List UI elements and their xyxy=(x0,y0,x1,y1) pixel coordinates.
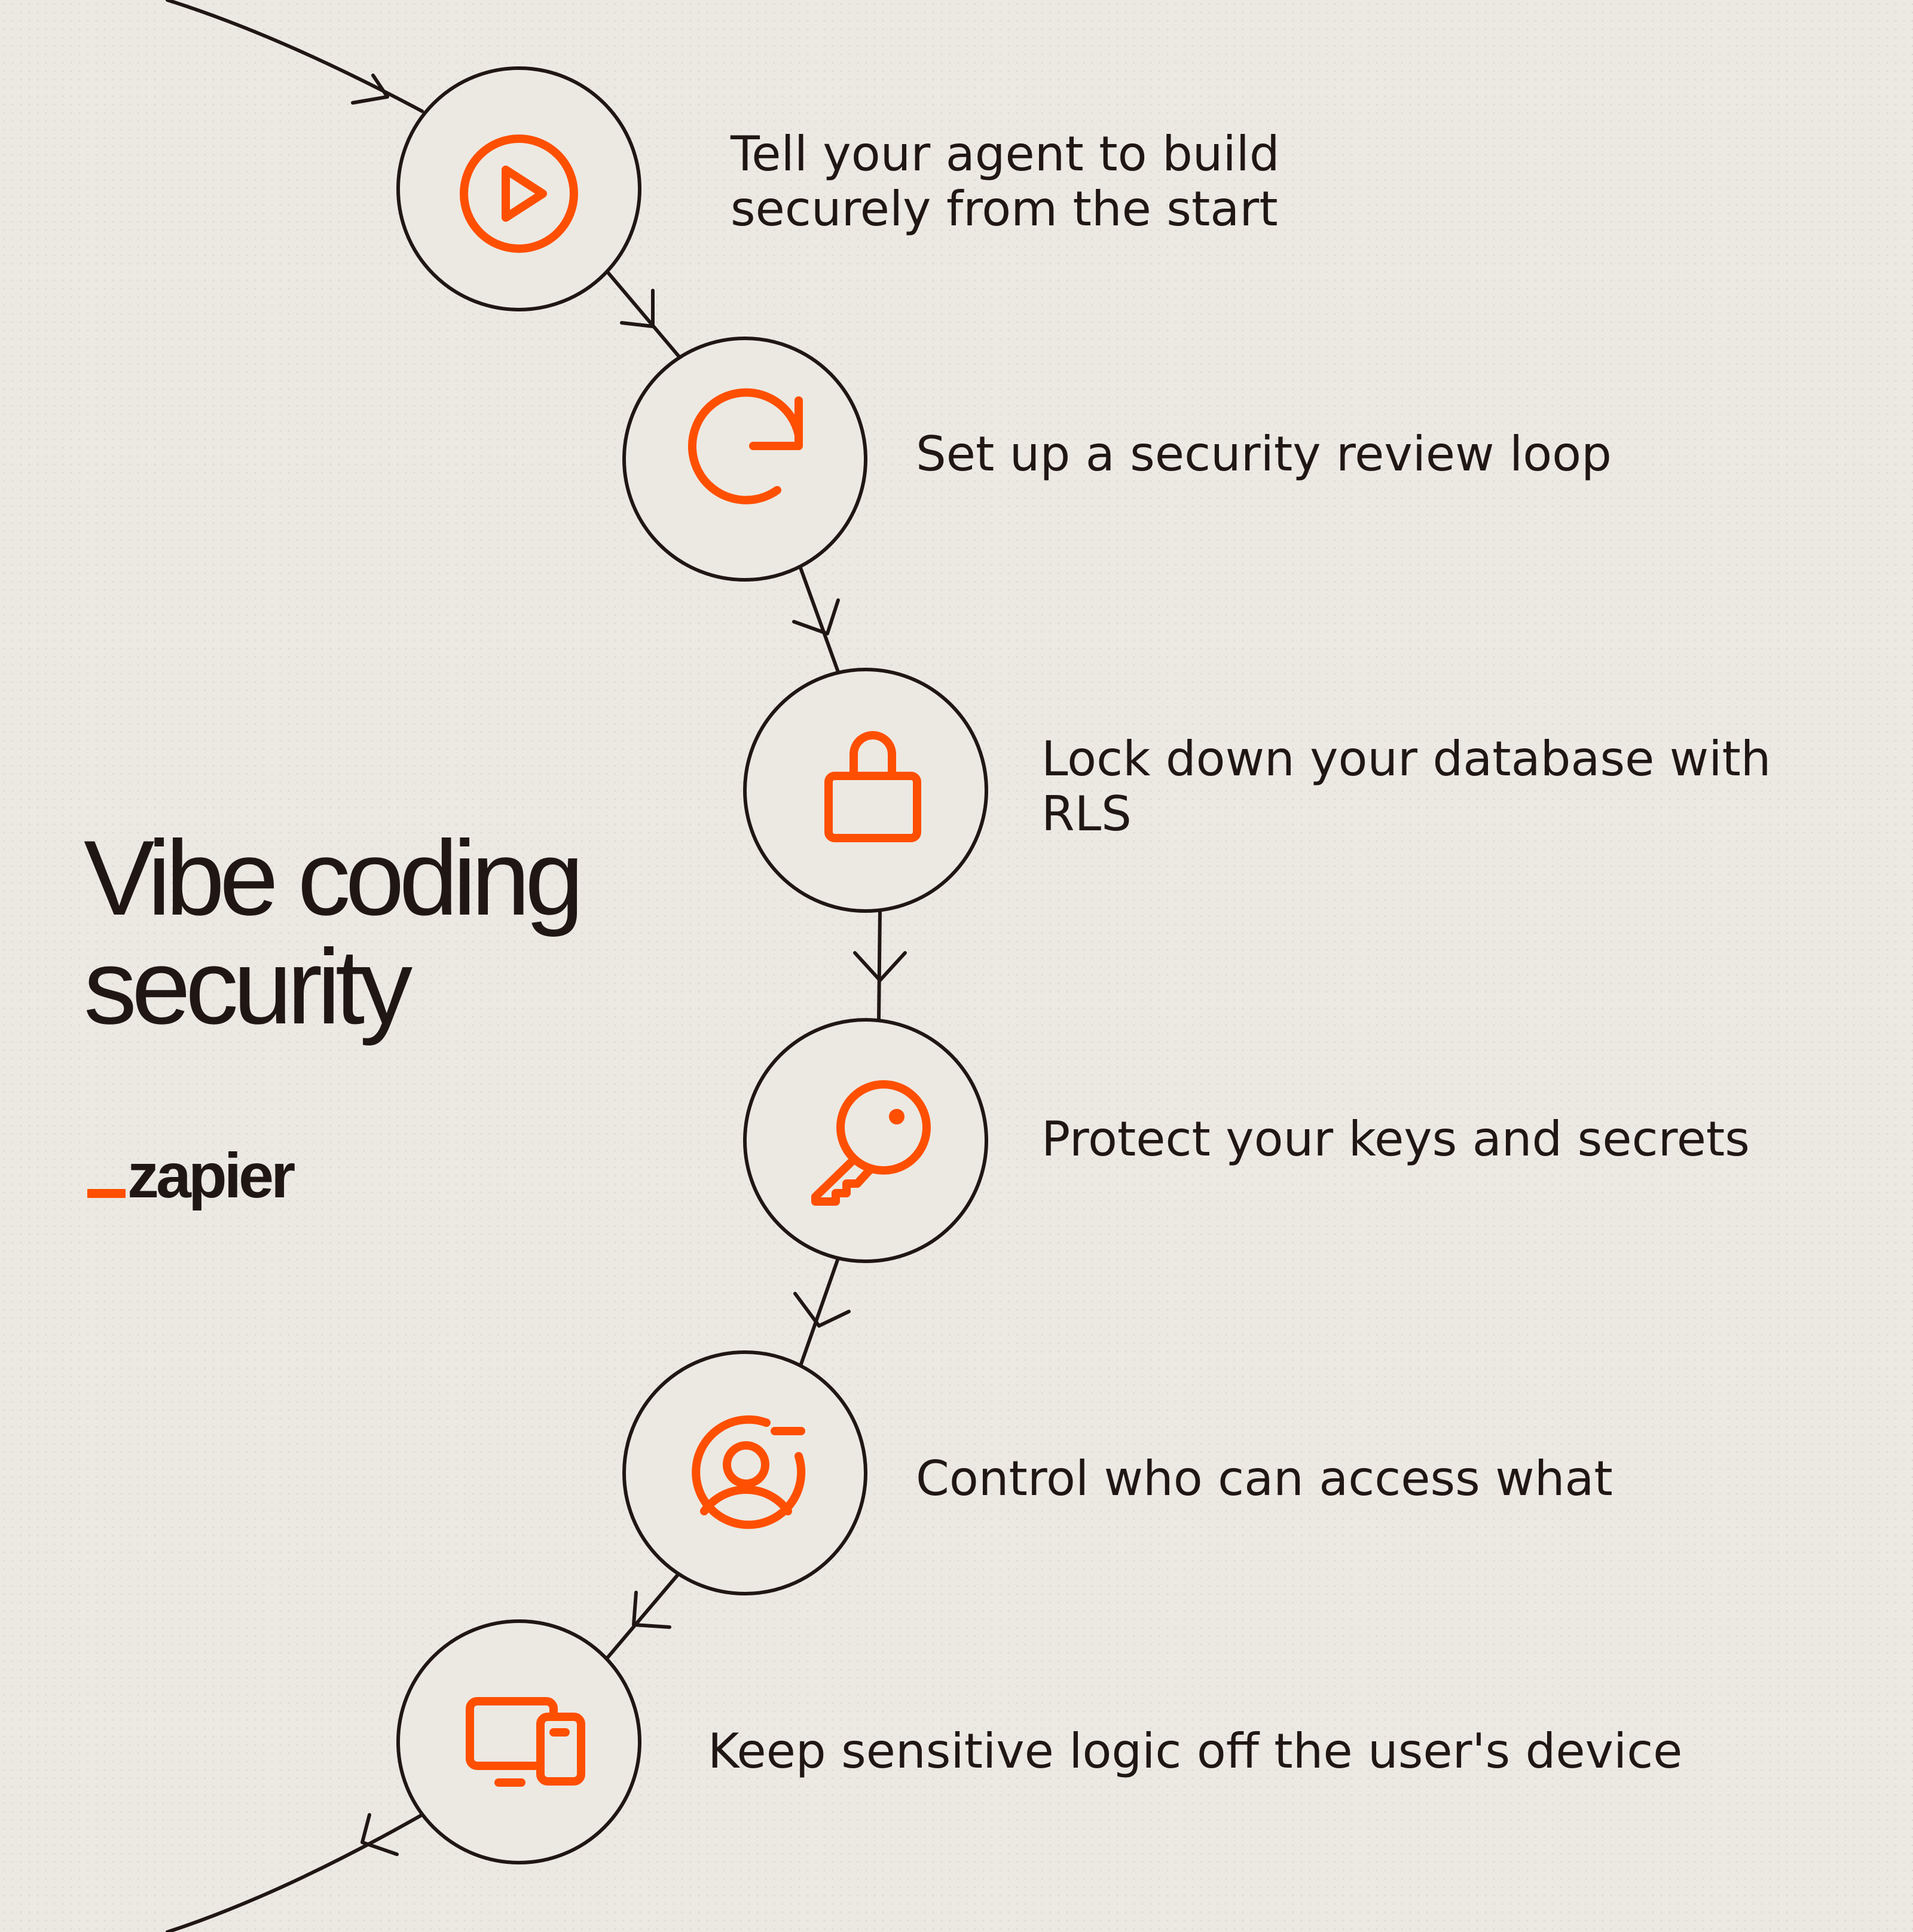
step-2-circle xyxy=(622,337,867,582)
play-icon xyxy=(460,134,578,253)
key-icon xyxy=(811,1080,931,1206)
connector-4-5 xyxy=(799,1257,840,1366)
step-1-label: Tell your agent to build securely from t… xyxy=(731,126,1280,237)
zapier-logo: zapier xyxy=(87,1141,295,1211)
step-3-circle xyxy=(743,668,988,913)
connector-5-6 xyxy=(603,1572,680,1662)
user-minus-icon xyxy=(692,1415,806,1529)
step-6-circle xyxy=(396,1619,641,1864)
step-4-circle xyxy=(743,1018,988,1263)
logo-wordmark: zapier xyxy=(127,1141,295,1211)
arrowhead-entry xyxy=(351,74,389,105)
lock-icon xyxy=(824,731,921,842)
step-3-label: Lock down your database with RLS xyxy=(1041,731,1771,842)
connector-1-2 xyxy=(603,267,682,360)
arrowhead-1-2 xyxy=(620,289,655,328)
step-5-circle xyxy=(622,1350,867,1595)
page-title: Vibe coding security xyxy=(84,818,584,1046)
arrowhead-exit xyxy=(360,1813,399,1856)
arrowhead-5-6 xyxy=(632,1591,671,1629)
arrowhead-3-4 xyxy=(853,951,907,982)
logo-underscore xyxy=(87,1189,126,1198)
connector-exit xyxy=(166,1813,424,1932)
connector-2-3 xyxy=(798,564,840,674)
step-4-label: Protect your keys and secrets xyxy=(1041,1111,1750,1167)
step-6-label: Keep sensitive logic off the user's devi… xyxy=(708,1723,1683,1779)
step-2-label: Set up a security review loop xyxy=(916,426,1612,482)
devices-icon xyxy=(466,1697,585,1787)
refresh-icon xyxy=(687,388,803,505)
connector-3-4 xyxy=(877,908,882,1022)
arrowhead-4-5 xyxy=(793,1292,851,1328)
arrowhead-2-3 xyxy=(792,598,840,635)
step-5-label: Control who can access what xyxy=(916,1451,1613,1506)
step-1-circle xyxy=(396,66,641,311)
